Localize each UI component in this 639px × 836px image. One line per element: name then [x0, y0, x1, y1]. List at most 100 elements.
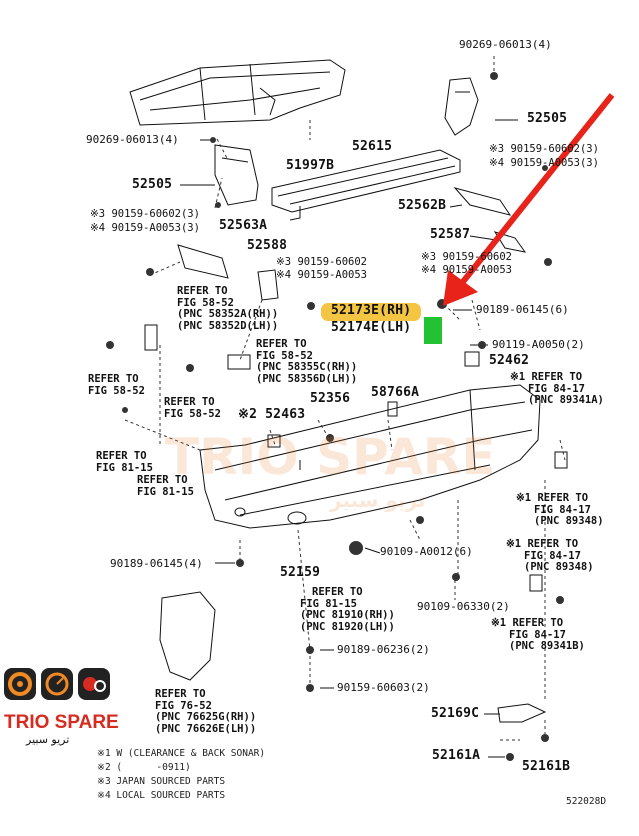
- label-51997b: 51997B: [286, 158, 335, 173]
- sensor-bracket-drawing: [554, 451, 568, 469]
- ref-line: FIG 76-52: [155, 699, 212, 712]
- brand-name-text: TRIO SPARE: [4, 712, 119, 733]
- ref-line: REFER TO: [164, 396, 215, 408]
- label-52173e-rh: 52173E(RH): [331, 303, 412, 318]
- ref-line: (PNC 89348): [534, 515, 604, 527]
- label-note3-rh: ※3 90159-60602(3): [489, 143, 599, 155]
- green-marker: [424, 317, 442, 344]
- label-note3-lh: ※3 90159-60602(3): [90, 208, 200, 220]
- pad-52462-drawing: [464, 351, 480, 367]
- bolt-icon: [541, 734, 549, 742]
- ref-line: FIG 84-17: [534, 503, 591, 516]
- bolt-icon: [215, 202, 221, 208]
- ref-line: (PNC 58356D(LH)): [256, 372, 358, 385]
- label-52463: ※2 52463: [238, 407, 306, 422]
- bolt-icon: [146, 268, 154, 276]
- label-52174e-lh: 52174E(LH): [331, 320, 412, 335]
- ref-58-52-b: REFER TO FIG 58-52 (PNC 58355C(RH)) (PNC…: [256, 338, 358, 385]
- ref-84-17-b: ※1 REFER TO FIG 84-17 (PNC 89348): [516, 492, 604, 528]
- label-52356: 52356: [310, 391, 351, 406]
- bolt-icon: [186, 364, 194, 372]
- bolt-icon: [307, 302, 315, 310]
- label-bolt-top: 90269-06013(4): [459, 38, 552, 51]
- bolt-icon: [106, 341, 114, 349]
- label-52159: 52159: [280, 565, 321, 580]
- label-52161a: 52161A: [432, 748, 481, 763]
- left-bracket-drawing: [214, 144, 259, 206]
- trio-spare-logo: [4, 668, 110, 700]
- footnote-1: ※1 W (CLEARANCE & BACK SONAR): [97, 748, 266, 759]
- bracket-52587-drawing: [493, 231, 527, 253]
- label-52588: 52588: [247, 238, 288, 253]
- ref-line: (PNC 81910(RH)): [300, 609, 395, 621]
- ref-line: REFER TO: [155, 688, 206, 700]
- reinforcement-drawing: [271, 149, 461, 221]
- ref-line: FIG 84-17: [528, 382, 585, 395]
- label-note4-rh: ※4 90159-A0053(3): [489, 157, 599, 169]
- bracket-58352-drawing: [144, 324, 158, 351]
- ref-58-52-a: REFER TO FIG 58-52 (PNC 58352A(RH)) (PNC…: [177, 285, 279, 332]
- ref-line: (PNC 89348): [524, 561, 594, 573]
- bolt-icon: [326, 434, 334, 442]
- label-note4-lh: ※4 90159-A0053(3): [90, 222, 200, 234]
- bolt-icon: [506, 753, 514, 761]
- bracket-58355-drawing: [227, 354, 251, 370]
- ref-84-17-a: ※1 REFER TO FIG 84-17 (PNC 89341A): [510, 371, 604, 407]
- label-90109-06330: 90109-06330(2): [417, 600, 510, 613]
- label-90189-06236: 90189-06236(2): [337, 643, 430, 656]
- label-52587: 52587: [430, 227, 471, 242]
- watermark-arabic: تريو سبير: [330, 488, 426, 512]
- label-52562b: 52562B: [398, 198, 447, 213]
- ref-line: REFER TO: [256, 338, 307, 350]
- footnote-3: ※3 JAPAN SOURCED PARTS: [97, 776, 226, 787]
- ref-81-15-b: REFER TO FIG 81-15: [137, 474, 194, 498]
- red-arrow-icon: [443, 93, 615, 306]
- label-note4-mid: ※4 90159-A0053: [421, 264, 512, 276]
- ref-line: FIG 58-52: [88, 384, 145, 397]
- bolt-icon: [349, 541, 363, 555]
- ref-line: (PNC 89341A): [528, 394, 604, 406]
- ref-line: (PNC 58352D(LH)): [177, 319, 279, 332]
- label-52615: 52615: [352, 139, 393, 154]
- bracket-52563a-drawing: [177, 244, 229, 279]
- ref-58-52-d: REFER TO FIG 58-52: [164, 396, 221, 420]
- ref-line: FIG 81-15: [96, 461, 153, 474]
- label-bracket-rh: 52505: [527, 111, 568, 126]
- mudguard-drawing: [159, 591, 216, 681]
- bolt-icon: [122, 407, 128, 413]
- ref-line: REFER TO: [88, 373, 139, 385]
- ref-line: ※1 REFER TO: [506, 538, 579, 550]
- bolt-icon: [306, 646, 314, 654]
- bracket-52562b-drawing: [453, 187, 512, 216]
- ref-line: FIG 81-15: [137, 485, 194, 498]
- bumper-cover-drawing: [199, 384, 541, 529]
- ref-line: (PNC 81920(LH)): [300, 620, 395, 633]
- label-90159-60603: 90159-60603(2): [337, 681, 430, 694]
- brand-arabic: تريو سبير: [26, 733, 70, 746]
- ref-76-52: REFER TO FIG 76-52 (PNC 76625G(RH)) (PNC…: [155, 688, 257, 735]
- sensor-bracket-drawing: [529, 574, 543, 592]
- label-90119-a0050: 90119-A0050(2): [492, 338, 585, 351]
- ref-84-17-c: ※1 REFER TO FIG 84-17 (PNC 89348): [506, 538, 594, 574]
- bolt-icon: [452, 573, 460, 581]
- ref-58-52-c: REFER TO FIG 58-52: [88, 373, 145, 397]
- label-90109-a0012: 90109-A0012(6): [380, 545, 473, 558]
- pad-52463-drawing: [267, 434, 281, 448]
- ref-line: FIG 58-52: [177, 296, 234, 309]
- ref-81-15-c: REFER TO FIG 81-15 (PNC 81910(RH)) (PNC …: [300, 586, 395, 633]
- ref-line: FIG 58-52: [256, 349, 313, 362]
- bolt-icon: [556, 596, 564, 604]
- label-58766a: 58766A: [371, 385, 420, 400]
- ref-line: (PNC 76626E(LH)): [155, 722, 257, 735]
- label-52462: 52462: [489, 353, 530, 368]
- ref-line: (PNC 58355C(RH)): [256, 361, 358, 373]
- bolt-icon: [416, 516, 424, 524]
- bracket-52588-drawing: [257, 269, 279, 301]
- ref-line: REFER TO: [312, 586, 363, 598]
- label-52161b: 52161B: [522, 759, 571, 774]
- ref-line: (PNC 76625G(RH)): [155, 711, 257, 723]
- bolt-icon: [542, 165, 548, 171]
- ref-line: ※1 REFER TO: [516, 492, 589, 504]
- bolt-icon: [236, 559, 244, 567]
- label-note3-mid: ※3 90159-60602: [421, 251, 512, 263]
